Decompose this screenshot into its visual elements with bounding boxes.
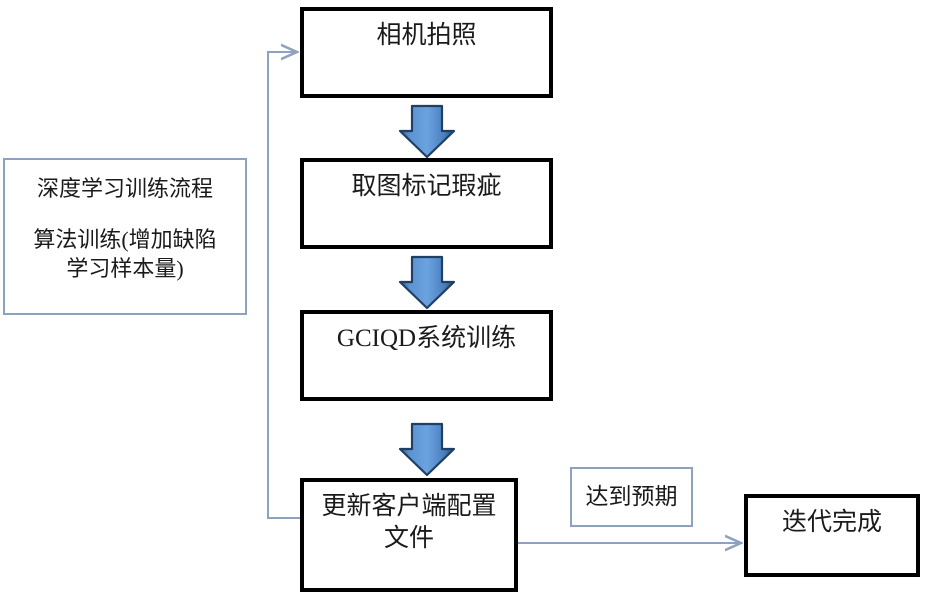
- block-arrow-annotate-to-train: [398, 255, 456, 310]
- node-iteration-complete[interactable]: 迭代完成: [744, 494, 920, 577]
- node-camera-capture[interactable]: 相机拍照: [300, 7, 553, 98]
- block-arrow-capture-to-annotate: [398, 104, 456, 159]
- node-update-client-config-file[interactable]: 更新客户端配置 文件: [300, 478, 518, 592]
- node-train-label: GCIQD系统训练: [336, 325, 517, 352]
- note-deep-learning-training-process: 深度学习训练流程 算法训练(增加缺陷 学习样本量): [3, 158, 247, 315]
- node-gciqd-system-training[interactable]: GCIQD系统训练: [300, 310, 553, 401]
- block-arrow-train-to-update-config: [398, 422, 456, 477]
- node-iteration-done-label: 迭代完成: [781, 509, 882, 536]
- note-line-process: 深度学习训练流程: [36, 176, 213, 201]
- node-update-config-label: 更新客户端配置 文件: [321, 493, 497, 552]
- edge-label-expected-text: 达到预期: [585, 484, 678, 509]
- feedback-connector-update-config-to-capture: [267, 52, 300, 519]
- note-line-algorithm: 算法训练(增加缺陷 学习样本量): [33, 227, 217, 282]
- node-capture-and-mark-defects[interactable]: 取图标记瑕疵: [300, 158, 553, 249]
- node-annotate-label: 取图标记瑕疵: [351, 173, 502, 200]
- node-capture-label: 相机拍照: [376, 22, 477, 49]
- edge-label-meets-expectation: 达到预期: [570, 467, 693, 527]
